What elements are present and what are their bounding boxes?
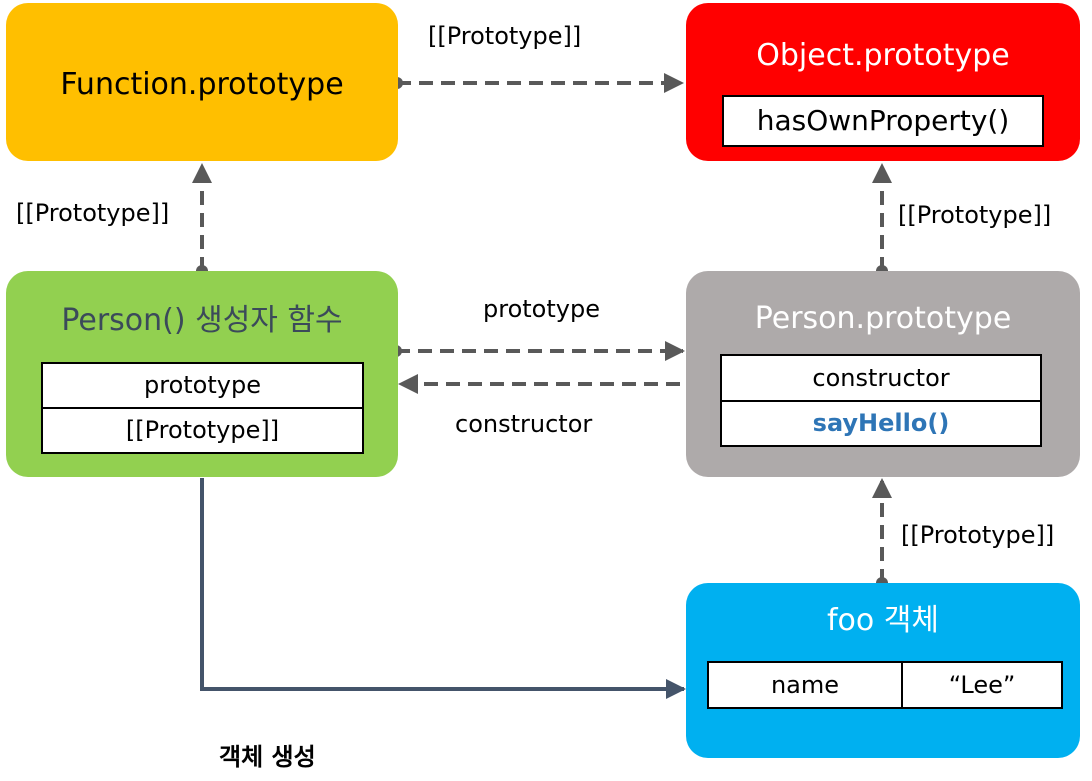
foo-object-title: foo 객체 bbox=[826, 603, 939, 638]
label-prototype-link: prototype bbox=[483, 295, 600, 323]
label-foo-to-personproto: [[Prototype]] bbox=[901, 521, 1055, 549]
foo-object-box: foo 객체 name “Lee” bbox=[686, 583, 1080, 758]
object-prototype-title: Object.prototype bbox=[756, 38, 1010, 73]
edge-person-to-function bbox=[192, 163, 212, 277]
name-key-field: name bbox=[707, 661, 903, 709]
say-hello-field: sayHello() bbox=[720, 400, 1042, 447]
edge-personproto-to-object bbox=[872, 163, 892, 277]
edge-create-object bbox=[200, 478, 686, 699]
edge-foo-to-personproto bbox=[872, 478, 892, 589]
person-internal-prototype-field: [[Prototype]] bbox=[41, 407, 364, 454]
object-prototype-box: Object.prototype hasOwnProperty() bbox=[686, 3, 1080, 161]
edge-constructor bbox=[398, 374, 730, 394]
label-personproto-to-object: [[Prototype]] bbox=[898, 201, 1052, 229]
person-prototype-title: Person.prototype bbox=[754, 301, 1012, 336]
person-constructor-box: Person() 생성자 함수 prototype [[Prototype]] bbox=[6, 271, 398, 477]
label-constructor-link: constructor bbox=[455, 410, 593, 438]
label-function-to-object: [[Prototype]] bbox=[428, 22, 582, 50]
label-person-to-function: [[Prototype]] bbox=[16, 199, 170, 227]
has-own-property-field: hasOwnProperty() bbox=[722, 95, 1044, 147]
name-value-field: “Lee” bbox=[901, 661, 1063, 709]
person-prototype-box: Person.prototype constructor sayHello() bbox=[686, 271, 1080, 477]
edge-function-to-object bbox=[391, 73, 684, 93]
constructor-field: constructor bbox=[720, 354, 1042, 402]
person-prototype-property-field: prototype bbox=[41, 362, 364, 409]
label-create-object: 객체 생성 bbox=[219, 743, 316, 771]
person-constructor-title: Person() 생성자 함수 bbox=[61, 303, 343, 338]
function-prototype-title: Function.prototype bbox=[60, 67, 344, 102]
edge-prototype bbox=[390, 341, 685, 361]
function-prototype-box: Function.prototype bbox=[6, 3, 398, 161]
